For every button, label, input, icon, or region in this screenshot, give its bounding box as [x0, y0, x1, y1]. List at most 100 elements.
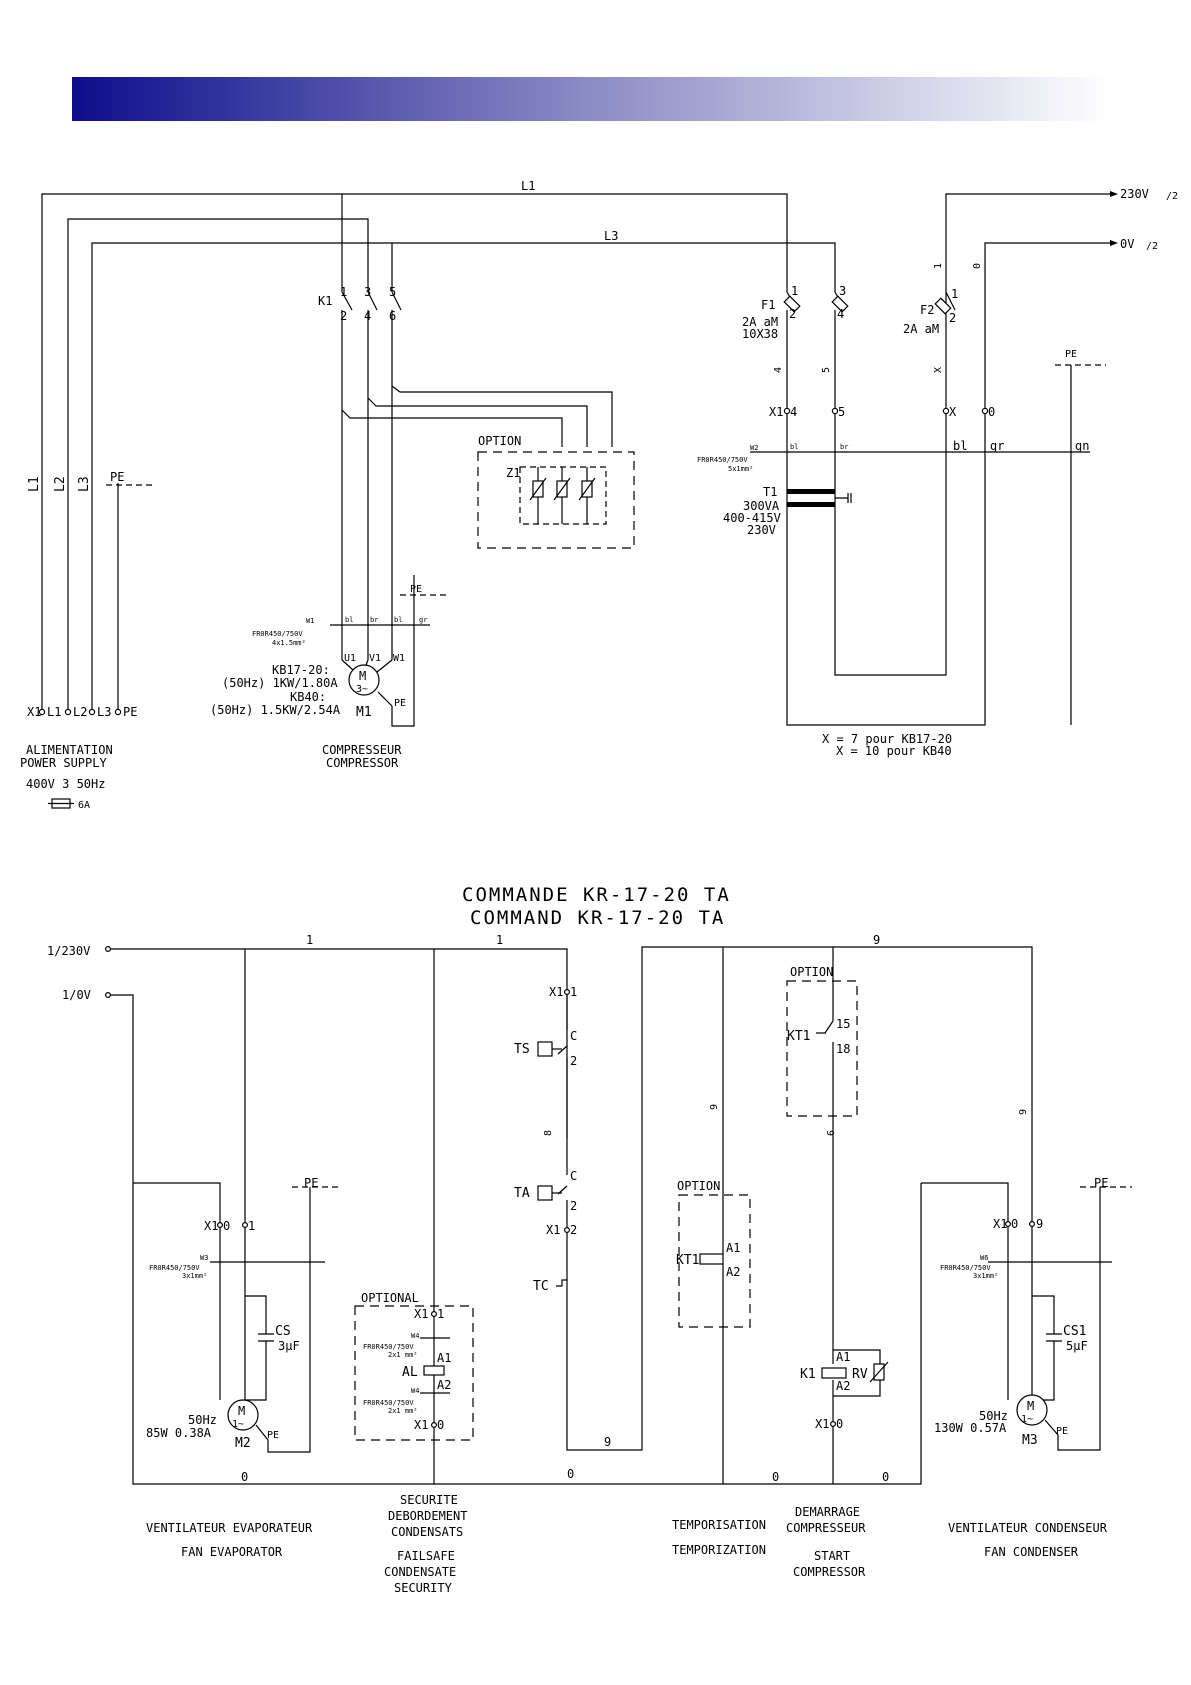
m3-name: M3: [1022, 1433, 1038, 1448]
terminal-l1: L1: [47, 705, 61, 719]
fuse-f2-icon: [934, 297, 952, 315]
supply-caption-fr: ALIMENTATION: [26, 743, 113, 757]
k1-contact-6: 6: [389, 309, 396, 323]
z1-option-label: OPTION: [478, 434, 521, 448]
fan-condenser-branch: 9 X1 0 9 W6 FR0R450/750V 3x1mm² CS1 5µF …: [921, 1109, 1132, 1451]
w1-core-bl: bl: [345, 616, 353, 624]
m1-pe-top: PE: [410, 584, 422, 595]
motor-model1: KB17-20:: [272, 663, 330, 677]
fan-evaporator-motor-icon: [227, 1399, 259, 1431]
wire-4: 4: [773, 367, 784, 373]
cs1-value: 5µF: [1066, 1339, 1088, 1353]
k1-contact-1: 1: [340, 285, 347, 299]
fuse-f1-icon: [783, 295, 801, 313]
optional-label: OPTIONAL: [361, 1291, 419, 1305]
al-x1-label-b: X1: [414, 1418, 428, 1432]
m1-u1: U1: [344, 653, 356, 664]
f1-out: 2: [789, 307, 796, 321]
m2-spec: 85W 0.38A: [146, 1426, 212, 1440]
kt1-a1: A1: [726, 1241, 740, 1255]
al-label: AL: [402, 1365, 418, 1380]
ta-label: TA: [514, 1186, 530, 1201]
w4-section-b: 2x1 mm²: [388, 1407, 418, 1415]
f1b-in: 3: [839, 284, 846, 298]
compressor-caption-en: COMPRESSOR: [326, 756, 399, 770]
fan-evaporator-branch: X1 0 1 W3 FR0R450/750V 3x1mm² CS 3µF M 1…: [133, 1176, 342, 1453]
motor-spec1: (50Hz) 1KW/1.80A: [222, 676, 338, 690]
alarm-relay-al-icon: [423, 1365, 445, 1376]
tempo-caption-en: TEMPORIZATION: [672, 1543, 766, 1557]
w2-core-bl: bl: [790, 443, 798, 451]
x-note-2: X = 10 pour KB40: [836, 744, 952, 758]
f1-name: F1: [761, 298, 775, 312]
kt1-contact-label: KT1: [787, 1029, 810, 1044]
contactor-k1-coil-icon: [821, 1367, 847, 1379]
x1-2-label: X1: [546, 1223, 560, 1237]
al-x1-label: X1: [414, 1307, 428, 1321]
wire-9-a: 9: [604, 1435, 611, 1449]
m3-symbol: M: [1027, 1399, 1034, 1413]
cond-caption-en: FAN CONDENSER: [984, 1545, 1079, 1559]
terminal-pe: PE: [123, 705, 137, 719]
m2-pe: PE: [267, 1430, 279, 1441]
w2-label: W2: [750, 444, 758, 452]
header-banner: [72, 77, 1112, 121]
ts-label: TS: [514, 1042, 530, 1057]
x-note-1: X = 7 pour KB17-20: [822, 732, 952, 746]
evap-caption-en: FAN EVAPORATOR: [181, 1545, 283, 1559]
w4-cable-b: FR0R450/750V: [363, 1399, 414, 1407]
k1-a1: A1: [836, 1350, 850, 1364]
sec-caption-fr2: DEBORDEMENT: [388, 1509, 467, 1523]
f2-name: F2: [920, 303, 934, 317]
start-caption-en2: COMPRESSOR: [793, 1565, 866, 1579]
m3-phase: 1~: [1021, 1414, 1033, 1425]
w2-core-bl2: bl: [953, 439, 967, 453]
x1-evap-0: 0: [223, 1219, 230, 1233]
w3-cable: FR0R450/750V: [149, 1264, 200, 1272]
kt1-18: 18: [836, 1042, 850, 1056]
al-x1-0: 0: [437, 1418, 444, 1432]
m3-spec: 130W 0.57A: [934, 1421, 1007, 1435]
start-caption-fr2: COMPRESSEUR: [786, 1521, 866, 1535]
wire-1-b: 1: [496, 933, 503, 947]
evap-caption-fr: VENTILATEUR EVAPORATEUR: [146, 1521, 313, 1535]
cs-value: 3µF: [278, 1339, 300, 1353]
transformer-t1-icon: [787, 489, 835, 494]
t1-primary: 400-415V: [723, 511, 781, 525]
cs-name: CS: [275, 1324, 291, 1339]
k1-coil-label: K1: [800, 1367, 816, 1382]
f1-rating: 2A aM: [742, 315, 778, 329]
x1-evap-label: X1: [204, 1219, 218, 1233]
f2-rating: 2A aM: [903, 322, 939, 336]
w1-core-gr: gr: [419, 616, 427, 624]
motor-model2: KB40:: [290, 690, 326, 704]
w4-label-a: W4: [411, 1332, 419, 1340]
failsafe-option-box: OPTIONAL X1 1 W4 FR0R450/750V 2x1 mm² A1…: [354, 1291, 474, 1441]
thermostat-chain: X1 1 C TS 2 8 C TA 2 X1 2 TC 9: [514, 933, 880, 1451]
compressor-motor-m1: M 3~ U1 V1 W1 PE PE KB17-20: (50Hz) 1KW/…: [210, 575, 450, 727]
supply-label-l1: L1: [27, 476, 42, 492]
temporization-branch: 9 OPTION KT1 A1 A2: [676, 947, 751, 1484]
wire-0-a: 0: [241, 1470, 248, 1484]
k1-a2: A2: [836, 1379, 850, 1393]
option-z1-box: OPTION Z1: [477, 434, 635, 549]
f1-size: 10X38: [742, 327, 778, 341]
kt1-option-label: OPTION: [677, 1179, 720, 1193]
wire-0-c: 0: [772, 1470, 779, 1484]
w3-section: 3x1mm²: [182, 1272, 207, 1280]
m2-phase: 1~: [232, 1419, 244, 1430]
xt-x: X: [949, 405, 957, 419]
wire-9-e: 9: [1018, 1109, 1029, 1115]
fan-condenser-motor-icon: [1016, 1394, 1048, 1426]
m1-symbol: M: [359, 669, 366, 683]
wire-0-b: 0: [567, 1467, 574, 1481]
m1-v1: V1: [369, 653, 381, 664]
w1-section: 4x1.5mm²: [272, 639, 306, 647]
w2-core-gr: gr: [990, 439, 1004, 453]
k1-label: K1: [318, 294, 332, 308]
supply-label-l2: L2: [53, 476, 68, 492]
x1-2-num: 2: [570, 1223, 577, 1237]
supply-terminal-label: X1: [27, 705, 41, 719]
tc-label: TC: [533, 1279, 549, 1294]
supply-caption-en: POWER SUPPLY: [20, 756, 107, 770]
